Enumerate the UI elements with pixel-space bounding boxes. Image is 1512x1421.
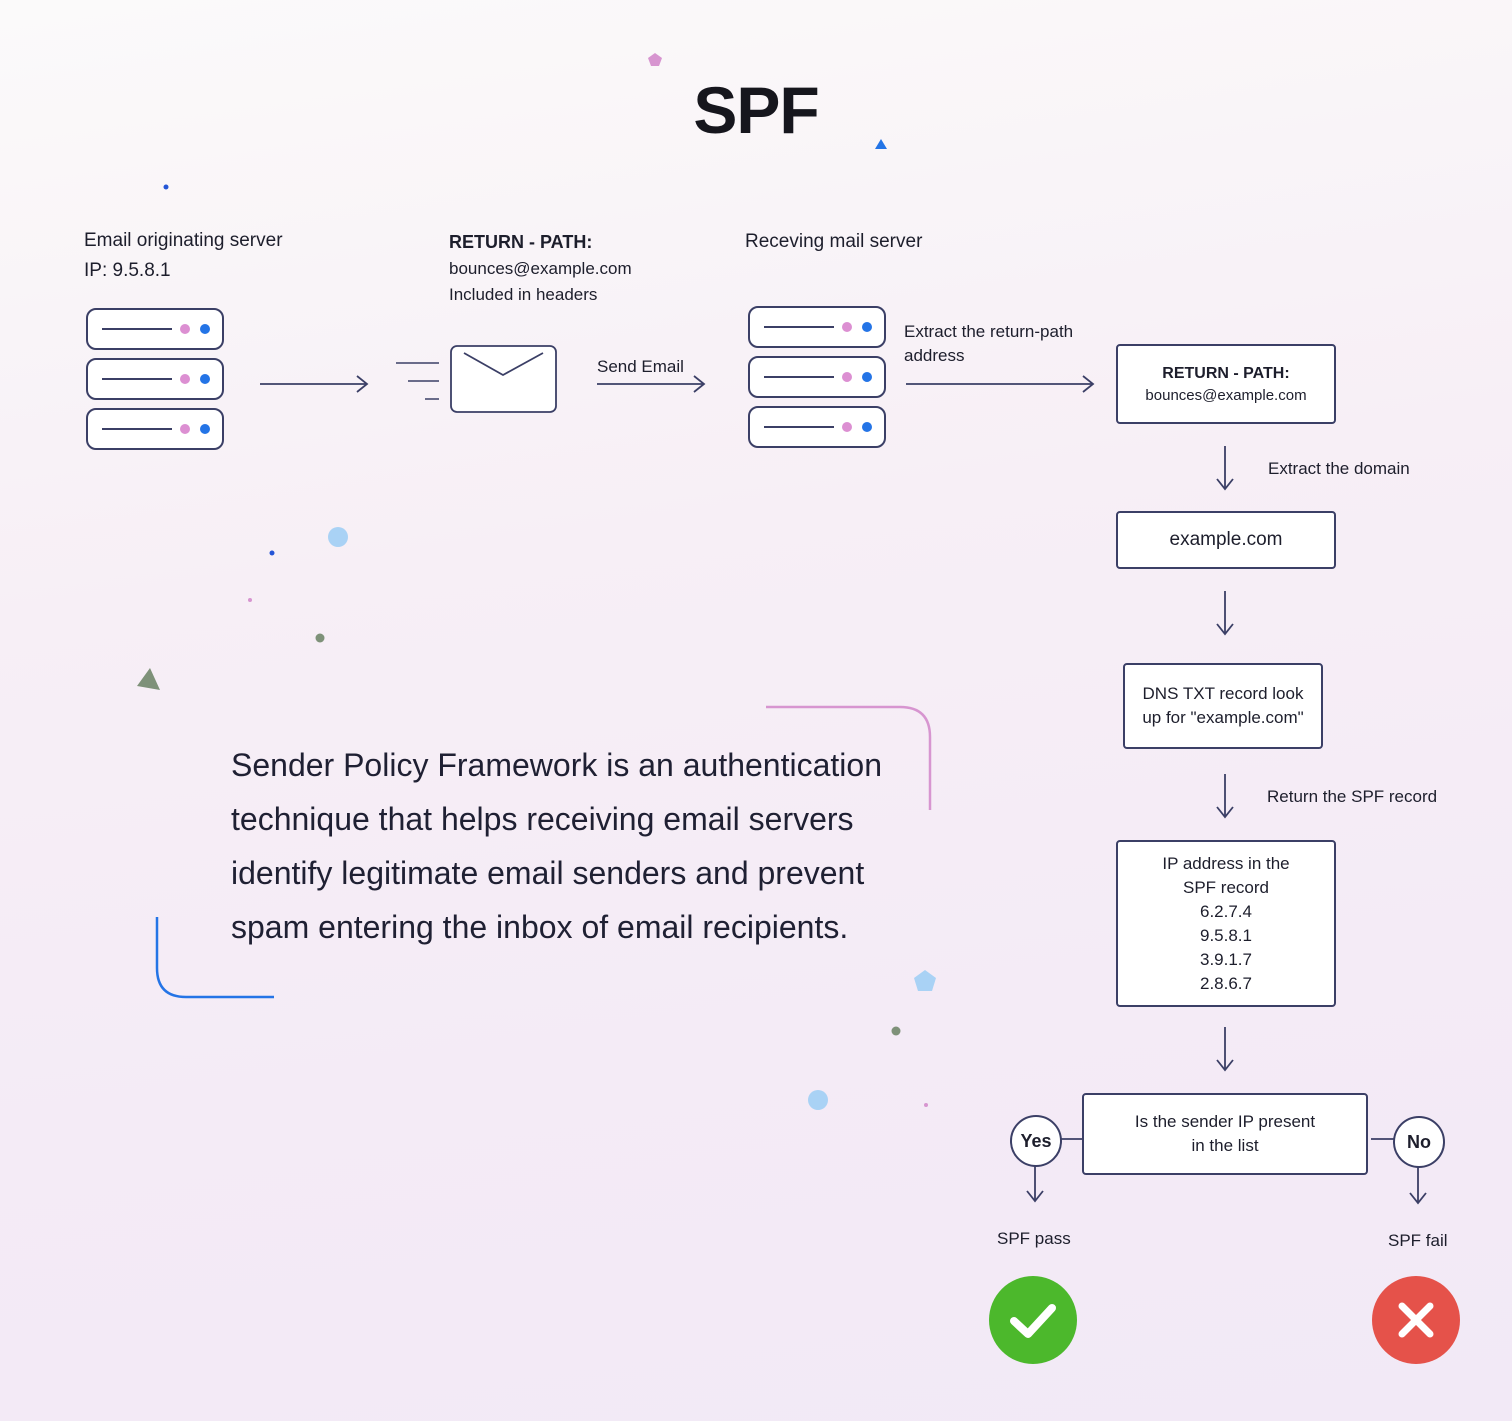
envelope-return-path-address: bounces@example.com xyxy=(449,259,632,278)
server-unit-icon xyxy=(748,356,886,398)
envelope-icon xyxy=(450,345,557,413)
blue-dot-decoration xyxy=(163,184,169,190)
green-dot-decoration xyxy=(315,633,325,643)
yes-label: Yes xyxy=(1010,1115,1062,1167)
spf-record-ip: 3.9.1.7 xyxy=(1200,949,1252,969)
blue-triangle-decoration xyxy=(875,139,887,149)
domain-box: example.com xyxy=(1116,511,1336,569)
spf-record-ip: 2.8.6.7 xyxy=(1200,973,1252,993)
pink-dot-decoration xyxy=(924,1103,928,1107)
spf-record-box: IP address in the SPF record 6.2.7.4 9.5… xyxy=(1116,840,1336,1007)
checkmark-icon xyxy=(1010,1304,1056,1338)
server-unit-icon xyxy=(86,308,224,350)
arrow-return-spf xyxy=(1216,774,1234,819)
return-path-box: RETURN - PATH: bounces@example.com xyxy=(1116,344,1336,424)
spf-record-ip: 9.5.8.1 xyxy=(1200,925,1252,945)
green-dot-decoration xyxy=(891,1026,901,1036)
decision-box: Is the sender IP present in the list xyxy=(1082,1093,1368,1175)
return-spf-label: Return the SPF record xyxy=(1267,787,1438,806)
envelope-note: Included in headers xyxy=(449,285,598,304)
arrow-no-to-fail xyxy=(1409,1166,1427,1205)
spf-record-ip: 6.2.7.4 xyxy=(1200,901,1252,921)
arrow-send-email xyxy=(597,375,706,393)
spf-record-box-header: IP address in the SPF record xyxy=(1162,853,1290,897)
pink-pentagon-decoration xyxy=(648,53,662,66)
arrow-yes-to-pass xyxy=(1026,1165,1044,1203)
spf-fail-x-mark-icon xyxy=(1372,1276,1460,1364)
arrow-spf-to-decision xyxy=(1216,1027,1234,1072)
pink-dot-decoration xyxy=(248,598,252,602)
send-email-label: Send Email xyxy=(597,357,684,376)
server-unit-icon xyxy=(86,408,224,450)
spf-description: Sender Policy Framework is an authentica… xyxy=(231,747,882,945)
extract-return-path-label: Extract the return-path address xyxy=(904,322,1074,365)
arrow-domain-to-dns xyxy=(1216,591,1234,636)
spf-fail-label: SPF fail xyxy=(1388,1231,1448,1250)
pink-bracket-decoration xyxy=(766,705,932,810)
originating-server-rack-icon xyxy=(86,308,226,452)
originating-server-label: Email originating server xyxy=(84,230,283,251)
receiving-server-label: Receving mail server xyxy=(745,231,923,252)
originating-server-ip: IP: 9.5.8.1 xyxy=(84,260,171,281)
server-unit-icon xyxy=(748,406,886,448)
dns-lookup-box: DNS TXT record look up for "example.com" xyxy=(1123,663,1323,749)
light-blue-circle-decoration xyxy=(808,1090,828,1110)
return-path-box-address: bounces@example.com xyxy=(1145,386,1307,404)
light-blue-circle-decoration xyxy=(328,527,348,547)
receiving-server-rack-icon xyxy=(748,306,888,450)
spf-pass-checkmark-icon xyxy=(989,1276,1077,1364)
arrow-extract-domain xyxy=(1216,446,1234,491)
blue-bracket-decoration xyxy=(155,917,274,999)
extract-domain-label: Extract the domain xyxy=(1268,459,1410,478)
light-blue-pentagon-decoration xyxy=(914,970,936,991)
green-triangle-decoration xyxy=(137,668,160,690)
speed-lines-icon xyxy=(396,362,439,400)
blue-dot-decoration xyxy=(269,550,275,556)
arrow-extract-return-path xyxy=(906,375,1095,393)
no-label: No xyxy=(1393,1116,1445,1168)
spf-pass-label: SPF pass xyxy=(997,1229,1071,1248)
page-title: SPF xyxy=(693,73,819,147)
return-path-box-header: RETURN - PATH: xyxy=(1162,364,1290,382)
x-mark-icon xyxy=(1398,1302,1434,1338)
arrow-server-to-email xyxy=(260,375,369,393)
server-unit-icon xyxy=(748,306,886,348)
server-unit-icon xyxy=(86,358,224,400)
envelope-return-path-header: RETURN - PATH: xyxy=(449,232,593,252)
